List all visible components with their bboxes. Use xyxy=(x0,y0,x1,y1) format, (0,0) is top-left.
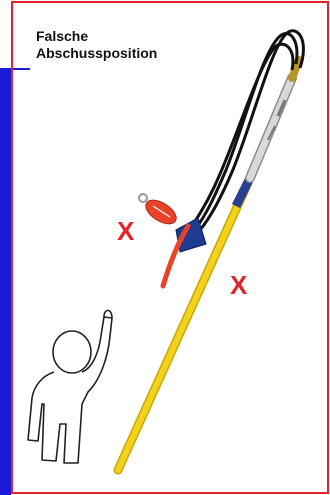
wrong-position-x-mark: X xyxy=(117,218,134,244)
person-raising-hand-icon xyxy=(28,310,112,463)
title-label: Falsche Abschussposition xyxy=(36,28,157,62)
red-strap xyxy=(163,226,188,286)
orange-marker-buoy-icon xyxy=(139,194,180,229)
wrong-position-x-mark-pole: X xyxy=(230,272,247,298)
rope-loops xyxy=(192,31,303,230)
line-launcher-pole-icon xyxy=(118,60,299,470)
